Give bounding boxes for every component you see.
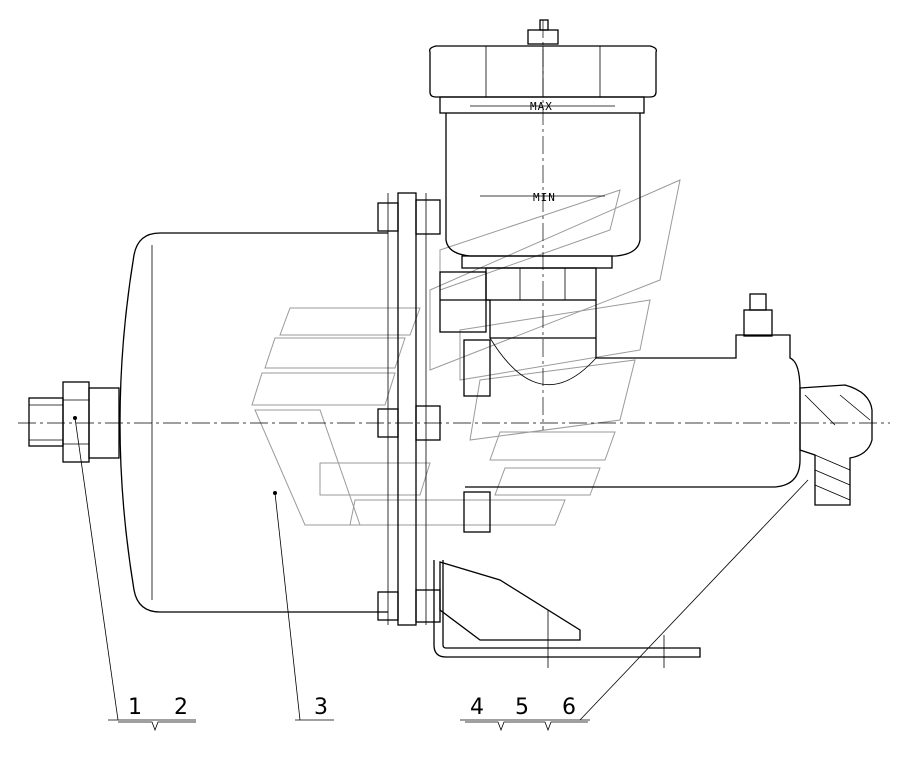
inlet-fitting	[28, 381, 120, 463]
callout-5: 5	[515, 695, 529, 720]
flange-plate	[377, 192, 441, 626]
callout-4: 4	[470, 695, 484, 720]
callout-6: 6	[562, 695, 576, 720]
fluid-reservoir: MAX MIN	[428, 19, 658, 301]
leader-lines	[74, 417, 809, 732]
watermark	[251, 179, 681, 526]
callout-3: 3	[314, 695, 328, 720]
min-level-label: MIN	[533, 191, 556, 204]
callout-1: 1	[128, 695, 142, 720]
callout-2: 2	[174, 695, 188, 720]
max-level-label: MAX	[530, 100, 553, 113]
mounting-bracket	[433, 560, 701, 668]
cylinder-body	[119, 232, 388, 613]
master-cylinder	[439, 271, 873, 533]
